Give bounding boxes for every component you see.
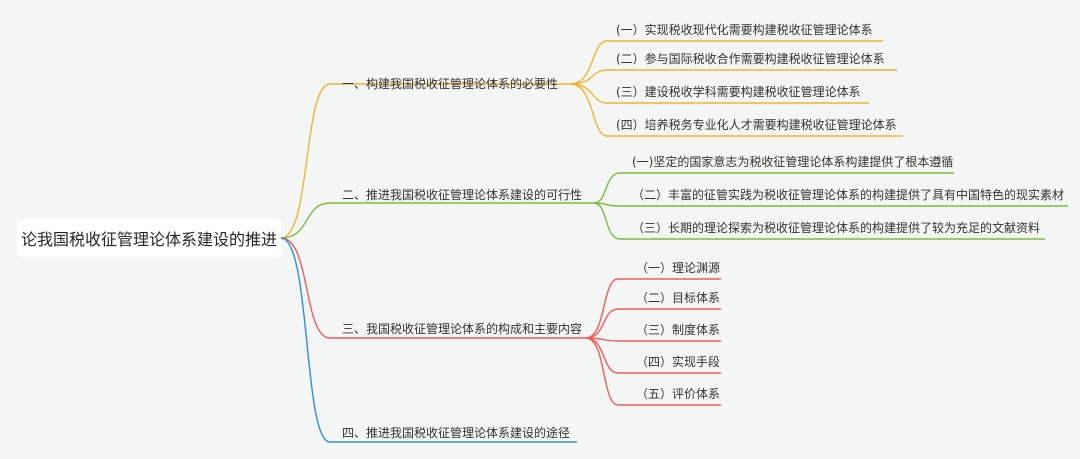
subtopic-link-1-1	[569, 40, 883, 85]
root-topic-label: 论我国税收征管理论体系建设的推进	[20, 230, 277, 249]
subtopic-link-3-5	[585, 337, 721, 406]
subtopic-international-cooperation[interactable]: (二）参与国际税收合作需要构建税收征管理论体系	[616, 52, 885, 66]
subtopic-theory-origin[interactable]: （一）理论渊源	[636, 261, 721, 275]
subtopic-tax-discipline[interactable]: (三）建设税收学科需要构建税收征管理论体系	[616, 85, 861, 99]
subtopic-link-1-3	[569, 83, 869, 104]
subtopic-link-2-1	[593, 172, 954, 204]
subtopic-implementation-means[interactable]: （四）实现手段	[636, 355, 721, 369]
branch-link-4	[280, 237, 577, 443]
branch-topic-feasibility[interactable]: 二、推进我国税收征管理论体系建设的可行性	[342, 188, 583, 202]
branch-topic-approach[interactable]: 四、推进我国税收征管理论体系建设的途径	[342, 426, 571, 440]
subtopic-practice-material[interactable]: （二）丰富的征管实践为税收征管理论体系的构建提供了具有中国特色的现实素材	[632, 188, 1065, 202]
subtopic-link-2-3	[593, 202, 1045, 240]
subtopic-link-3-1	[585, 278, 721, 339]
branch-link-2	[280, 202, 594, 239]
subtopic-goal-system[interactable]: （二）目标体系	[636, 291, 721, 305]
subtopic-link-3-4	[585, 337, 721, 374]
subtopic-link-2-2	[593, 202, 1068, 207]
branch-link-1	[280, 83, 570, 239]
branch-topic-composition[interactable]: 三、我国税收征管理论体系的构成和主要内容	[342, 322, 583, 336]
subtopic-link-3-3	[585, 337, 721, 342]
root-topic[interactable]: 论我国税收征管理论体系建设的推进	[17, 219, 281, 257]
branch-topic-necessity[interactable]: 一、构建我国税收征管理论体系的必要性	[342, 77, 559, 91]
subtopic-tax-modernization[interactable]: (一）实现税收现代化需要构建税收征管理论体系	[616, 23, 873, 37]
subtopic-talent-training[interactable]: (四）培养税务专业化人才需要构建税收征管理论体系	[616, 118, 897, 132]
subtopic-link-3-2	[585, 308, 721, 339]
subtopic-evaluation-system[interactable]: （五）评价体系	[636, 387, 721, 401]
subtopic-link-1-4	[569, 83, 903, 137]
subtopic-theory-literature[interactable]: （三）长期的理论探索为税收征管理论体系的构建提供了较为充足的文献资料	[632, 221, 1041, 235]
subtopic-national-will[interactable]: (一)坚定的国家意志为税收征管理论体系构建提供了根本遵循	[632, 155, 954, 169]
subtopic-institution-system[interactable]: （三）制度体系	[636, 323, 721, 337]
subtopic-link-1-2	[569, 69, 897, 85]
branch-link-3	[280, 237, 586, 339]
